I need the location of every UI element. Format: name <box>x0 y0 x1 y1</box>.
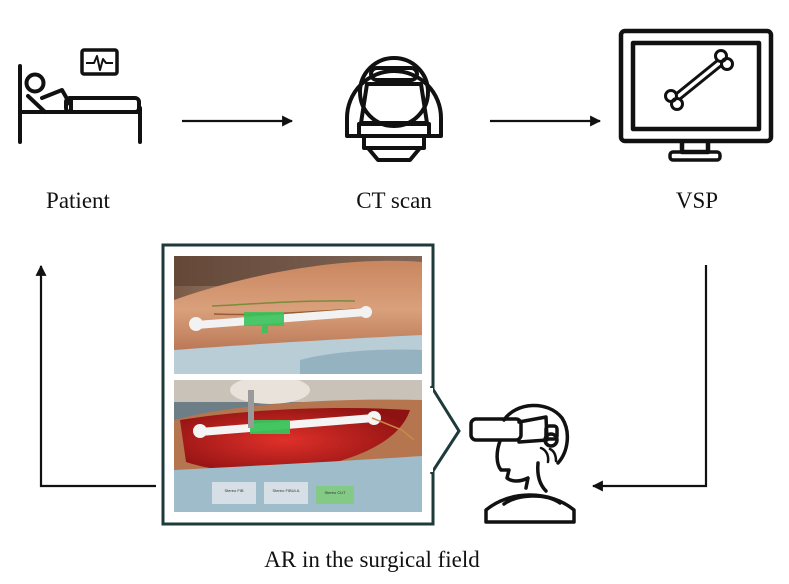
ar-headset-user-icon <box>469 403 576 524</box>
workflow-arrows <box>35 115 708 492</box>
screen-label-2: Stereo FIBULA <box>273 488 300 493</box>
arrow-ar-to-patient <box>35 264 156 488</box>
ar-overlay-leg-photo <box>174 256 422 374</box>
label-ar-surgical-field: AR in the surgical field <box>264 547 480 572</box>
arrow-vsp-to-ar <box>591 265 708 492</box>
label-vsp: VSP <box>676 188 718 213</box>
screen-label-3: Stereo CUT <box>324 490 346 495</box>
bone-icon <box>664 49 734 111</box>
monitor-icon <box>618 28 774 162</box>
ar-surgical-photo: Stereo FIB Stereo FIBULA Stereo CUT <box>161 243 461 526</box>
label-ct-scan: CT scan <box>356 188 432 213</box>
ar-surgical-field-photo: Stereo FIB Stereo FIBULA Stereo CUT <box>174 380 422 512</box>
ct-scanner-icon <box>345 56 443 162</box>
heart-monitor-icon <box>80 48 119 76</box>
patient-bed-icon <box>18 64 142 144</box>
label-patient: Patient <box>46 188 110 213</box>
screen-label-1: Stereo FIB <box>224 488 243 493</box>
